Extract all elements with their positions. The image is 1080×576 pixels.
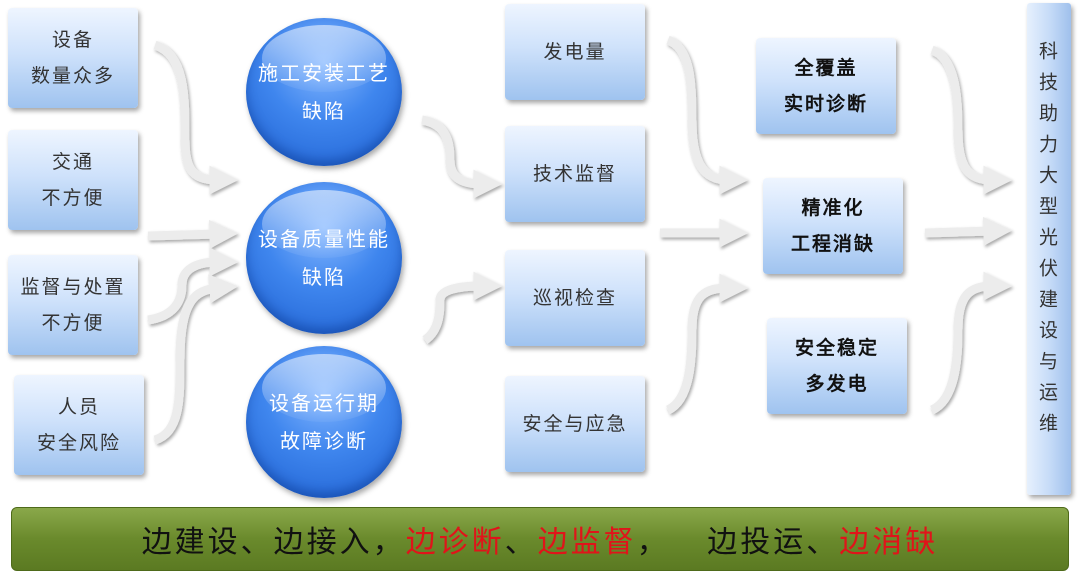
issue-box-line1: 人员 xyxy=(57,395,100,418)
arrow-issue-2 xyxy=(147,219,239,249)
function-box-label: 巡视检查 xyxy=(532,286,617,309)
defect-circle-operation-diagnosis: 设备运行期 故障诊断 xyxy=(246,346,402,498)
arrow-function-3 xyxy=(665,273,749,415)
arrow-outcome-1 xyxy=(930,45,1013,195)
function-box-generation: 发电量 xyxy=(505,4,645,100)
issue-box-line2: 数量众多 xyxy=(30,65,115,87)
issue-box-line1: 监督与处置 xyxy=(20,275,126,298)
defect-circle-line1: 施工安装工艺 xyxy=(258,61,390,85)
issue-box-traffic: 交通 不方便 xyxy=(8,130,138,230)
arrow-outcome-3 xyxy=(929,271,1013,415)
slogan-part-commission: ， 边投运、 xyxy=(636,525,840,560)
issue-box-line1: 设备 xyxy=(51,28,94,51)
goal-text: 科技助力大型光伏建设与运维 xyxy=(1036,41,1058,444)
slogan-part-eliminate: 边消缺 xyxy=(839,525,939,560)
slogan-part-supervise: 边监督 xyxy=(537,525,637,560)
function-box-safety-emergency: 安全与应急 xyxy=(505,376,645,472)
outcome-box-line2: 多发电 xyxy=(805,373,869,395)
outcome-box-line1: 安全稳定 xyxy=(794,336,879,359)
outcome-box-line1: 精准化 xyxy=(801,196,865,219)
outcome-box-safe-stable: 安全稳定 多发电 xyxy=(767,318,907,414)
slogan-part-build-connect: 边建设、边接入， xyxy=(141,525,406,560)
arrow-defect-1 xyxy=(420,115,503,199)
issue-box-line2: 安全风险 xyxy=(36,432,121,454)
arrow-issue-1 xyxy=(153,40,239,195)
slogan-part-diagnose: 边诊断 xyxy=(405,525,505,560)
function-box-tech-supervision: 技术监督 xyxy=(505,126,645,222)
arrow-function-1 xyxy=(665,35,749,195)
outcome-box-line2: 工程消缺 xyxy=(790,233,875,255)
outcome-box-precise-fix: 精准化 工程消缺 xyxy=(763,178,903,274)
arrow-issue-3 xyxy=(147,247,239,325)
defect-circle-line2: 故障诊断 xyxy=(280,429,368,453)
issue-box-supervision: 监督与处置 不方便 xyxy=(8,255,138,355)
defect-circle-line2: 缺陷 xyxy=(302,99,346,123)
function-box-label: 技术监督 xyxy=(532,162,617,185)
issue-box-device-count: 设备 数量众多 xyxy=(8,8,138,108)
defect-circle-installation: 施工安装工艺 缺陷 xyxy=(246,18,402,166)
issue-box-line1: 交通 xyxy=(51,150,94,173)
defect-circle-equipment-quality: 设备质量性能 缺陷 xyxy=(246,182,402,334)
issue-box-line2: 不方便 xyxy=(41,312,105,334)
arrow-outcome-2 xyxy=(924,216,1013,246)
arrow-defect-2 xyxy=(422,271,503,344)
outcome-box-line1: 全覆盖 xyxy=(794,56,858,79)
function-box-label: 发电量 xyxy=(543,40,607,63)
function-box-label: 安全与应急 xyxy=(522,412,628,435)
slogan-separator: 、 xyxy=(504,525,538,560)
defect-circle-line1: 设备质量性能 xyxy=(258,227,390,251)
outcome-box-line2: 实时诊断 xyxy=(783,93,868,115)
defect-circle-line2: 缺陷 xyxy=(302,265,346,289)
defect-circle-line1: 设备运行期 xyxy=(269,391,379,415)
goal-bar: 科技助力大型光伏建设与运维 xyxy=(1027,3,1071,495)
slogan-banner: 边建设、边接入， 边诊断 、 边监督 ， 边投运、 边消缺 xyxy=(11,507,1069,571)
outcome-box-full-coverage: 全覆盖 实时诊断 xyxy=(756,38,896,134)
issue-box-line2: 不方便 xyxy=(41,187,105,209)
issue-box-personnel: 人员 安全风险 xyxy=(14,375,144,475)
arrow-issue-4 xyxy=(153,274,239,445)
function-box-inspection: 巡视检查 xyxy=(505,250,645,346)
